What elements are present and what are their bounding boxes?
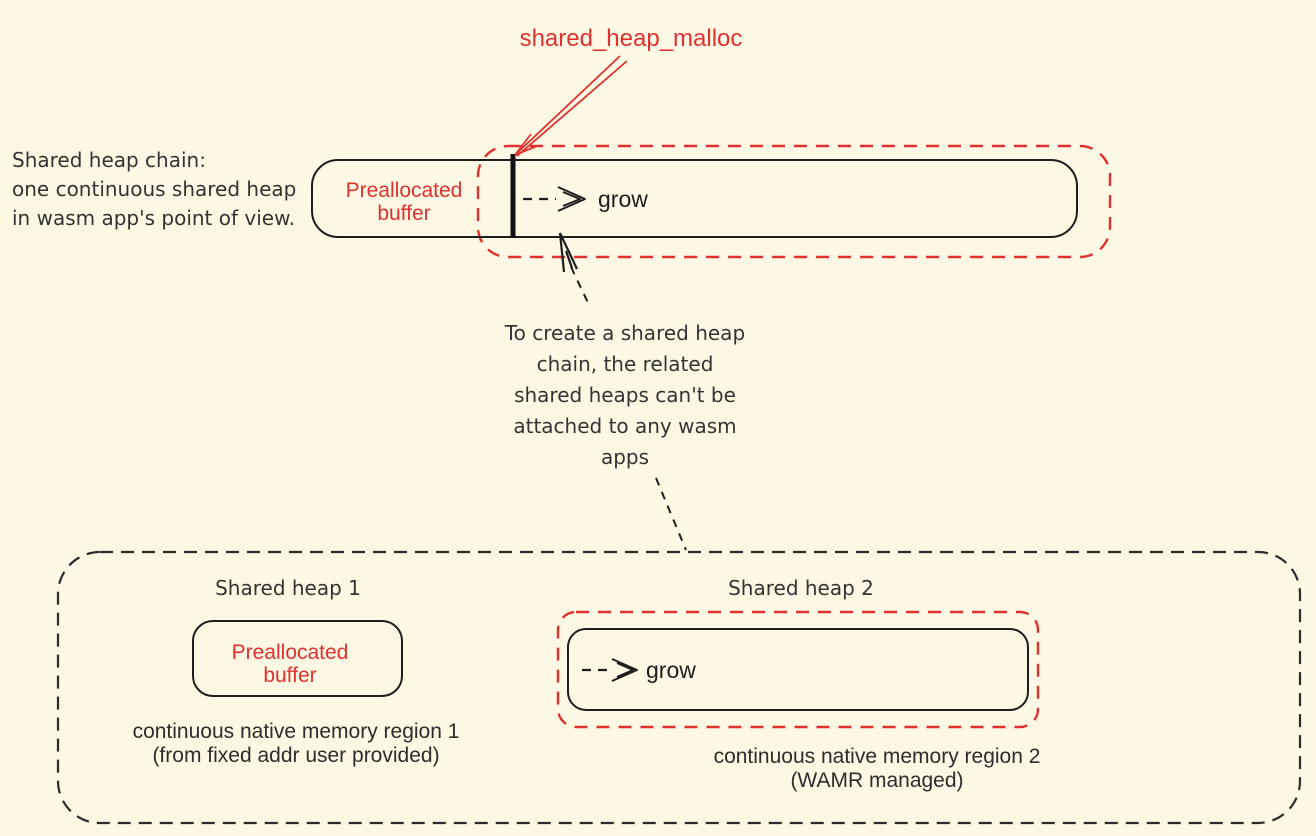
heap2-grow-arrow-head [611,658,638,682]
note-line: chain, the related [536,352,714,376]
heap2-box [567,628,1029,711]
note-connector-upper [570,266,591,308]
heap1-preallocated-label: Preallocated buffer [231,641,349,687]
heap2-caption: continuous native memory region 2 (WAMR … [697,745,1057,793]
malloc-arrow [514,55,628,157]
cursor-arrow-icon [558,232,578,273]
heap1-preallocated-box [192,620,403,697]
heap2-title: Shared heap 2 [728,576,874,600]
chain-caption-line: in wasm app's point of view. [12,206,295,230]
grow-label: grow [598,186,648,212]
grow-arrow-head [557,186,586,212]
shared-heap-chain-outline [476,144,1112,259]
shared-heap-bar [311,159,1078,238]
preallocated-buffer-label: Preallocated buffer [345,179,463,225]
chain-caption-line: one continuous shared heap [12,177,297,201]
note-line: To create a shared heap [504,321,746,345]
heap2-caption-line: continuous native memory region 2 [713,745,1041,768]
heap1-title: Shared heap 1 [215,576,361,600]
chain-caption: Shared heap chain: one continuous shared… [12,146,296,233]
heap2-grow-label: grow [646,657,696,683]
note-line: attached to any wasm [513,414,737,438]
note-line: shared heaps can't be [514,383,736,407]
note-connector-lower [655,477,687,551]
chain-caption-line: Shared heap chain: [12,148,206,172]
heap1-caption-line: (from fixed addr user provided) [152,744,440,767]
malloc-arrow-head [514,133,538,156]
heap1-caption: continuous native memory region 1 (from … [116,720,476,768]
note-text: To create a shared heap chain, the relat… [495,318,755,473]
malloc-label: shared_heap_malloc [519,25,743,52]
heap2-caption-line: (WAMR managed) [790,769,964,792]
heap1-caption-line: continuous native memory region 1 [132,720,460,743]
note-line: apps [600,445,650,469]
native-memory-outline [56,550,1302,825]
heap2-outline [556,610,1040,729]
